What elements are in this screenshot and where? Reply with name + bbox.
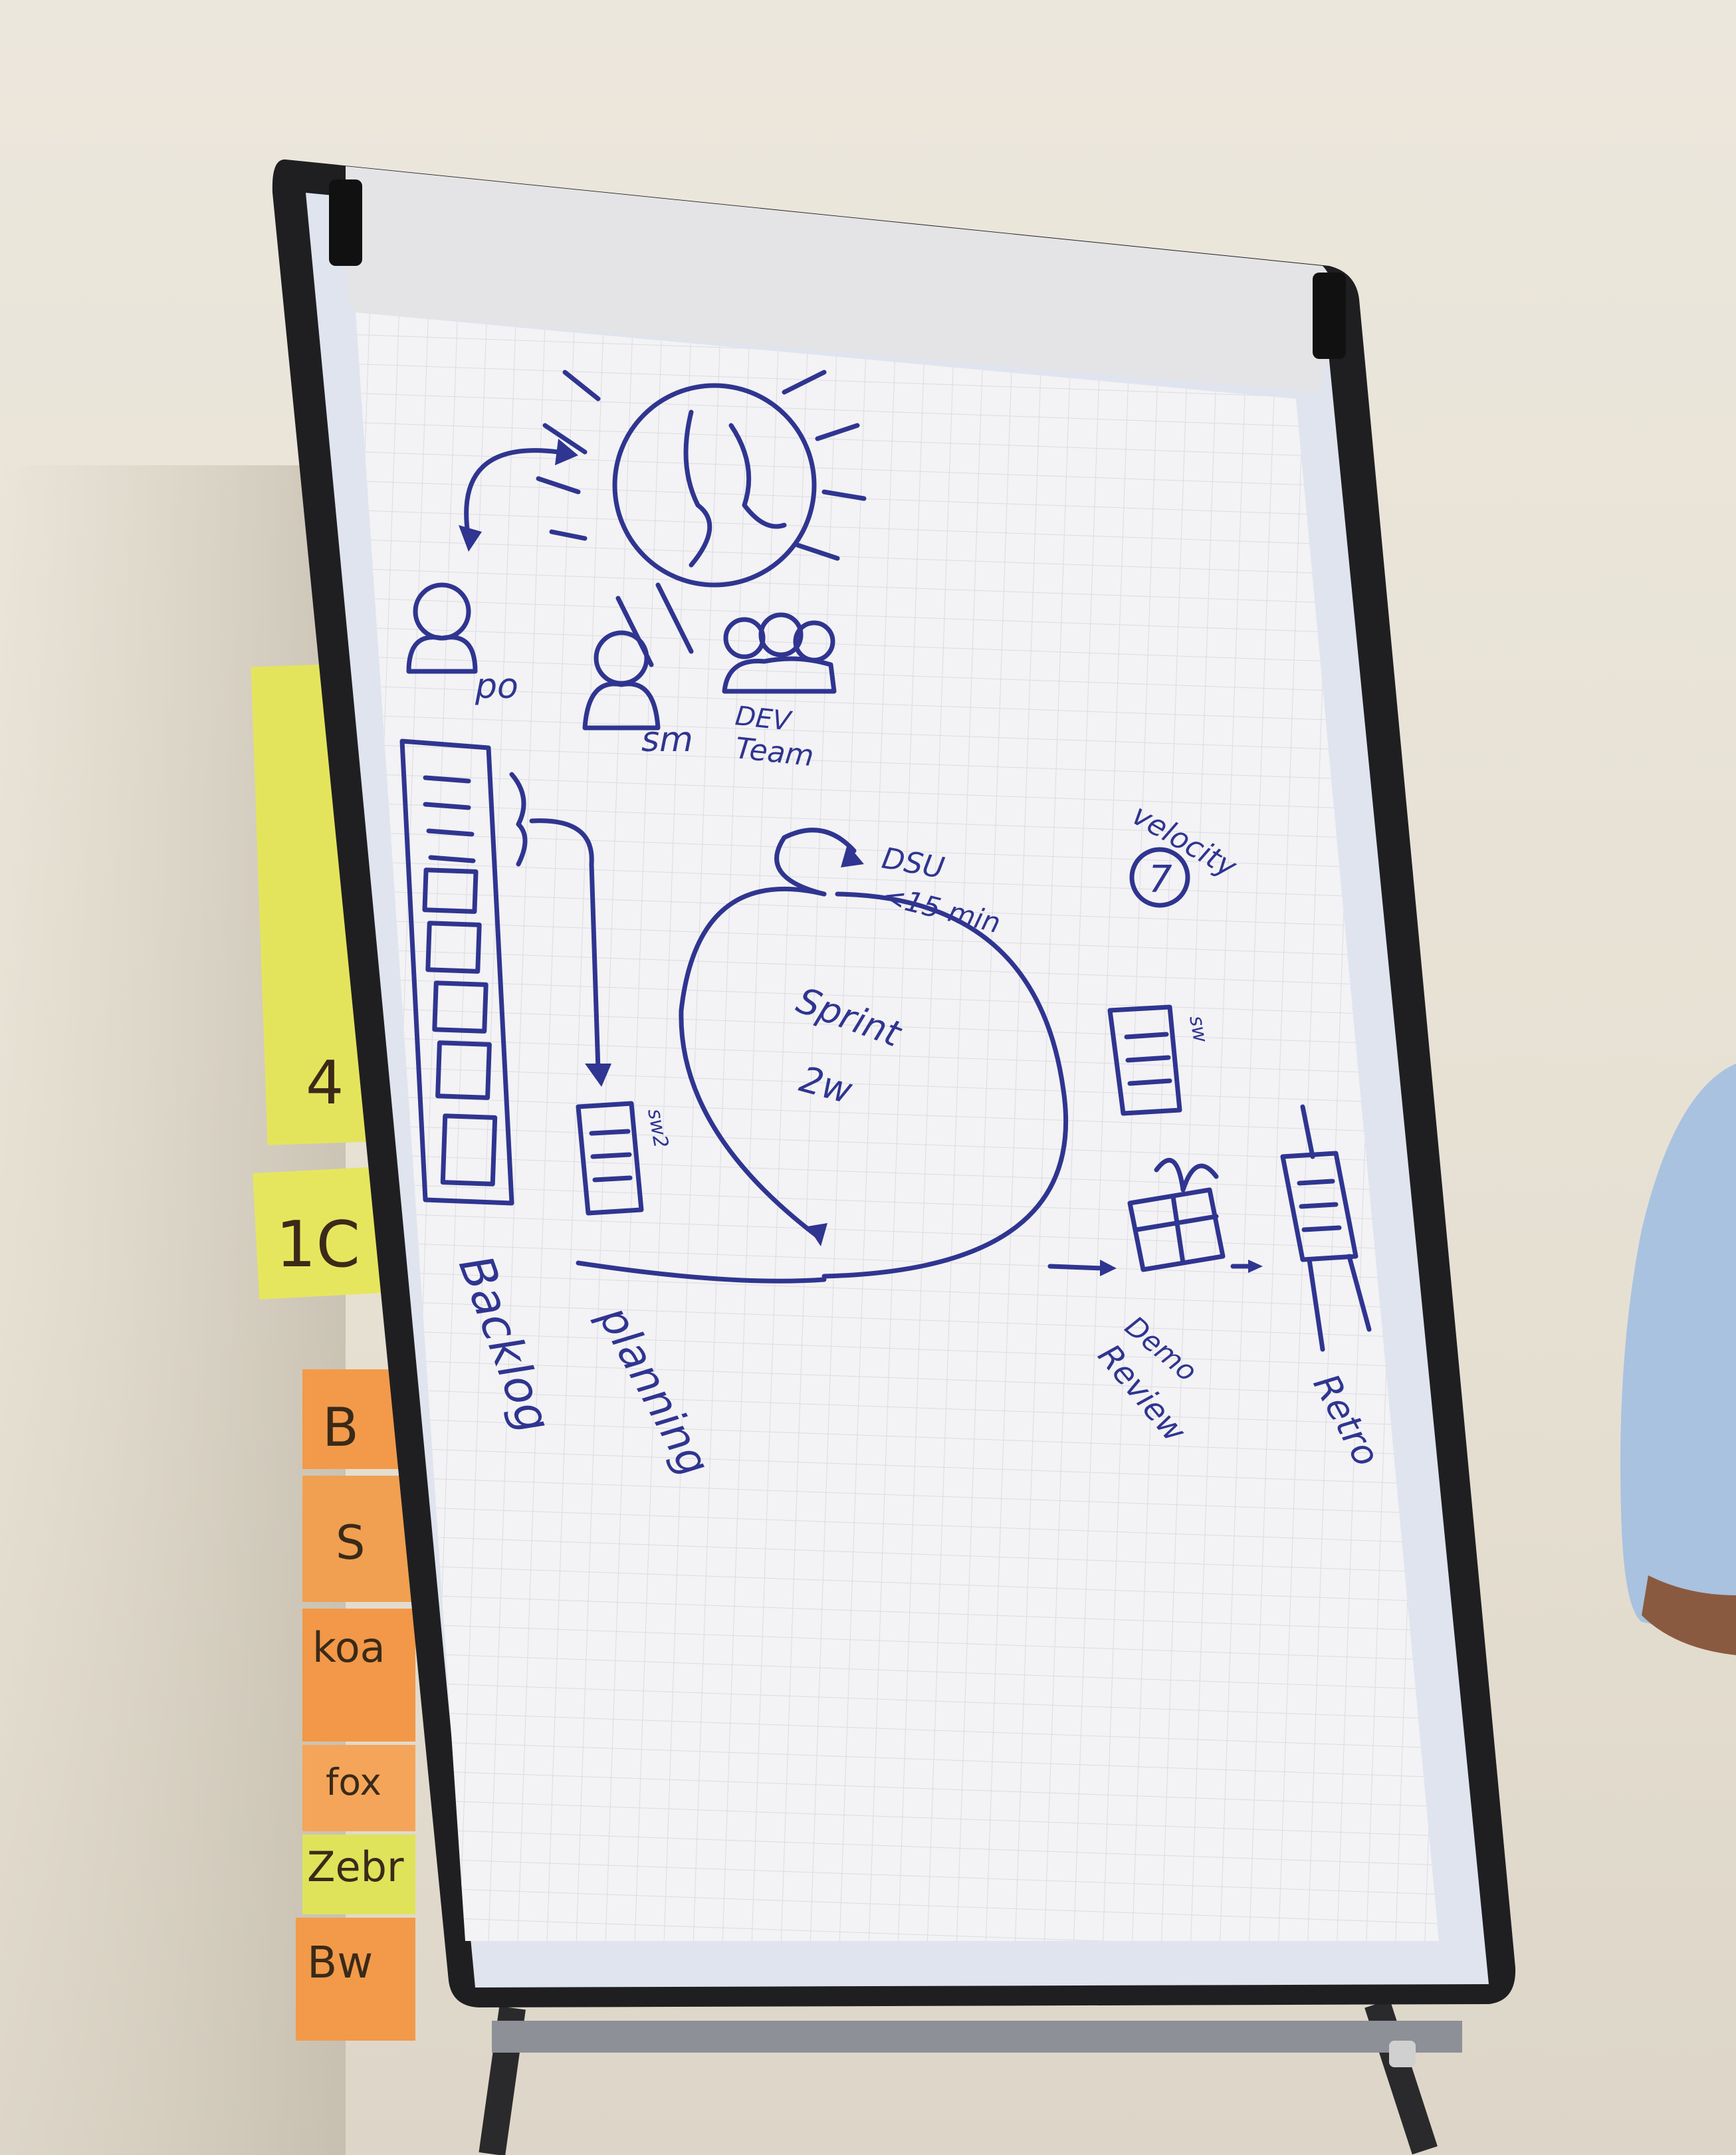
planning-board-icon <box>576 1101 644 1216</box>
sticky-note-text: 4 <box>306 1048 344 1118</box>
sticky-note-text: Zebr <box>307 1843 404 1891</box>
velocity-circle-icon <box>1129 847 1190 908</box>
retro-flipchart-icon <box>1280 1104 1372 1352</box>
role-label-team: Team <box>734 731 815 773</box>
role-label-po: po <box>475 667 518 707</box>
dsu-loop-icon <box>774 828 864 897</box>
po-world-arrow <box>459 439 578 552</box>
paper-clamp <box>346 166 1336 392</box>
paper-grid <box>356 312 1439 1941</box>
sticky-note-text: S <box>336 1516 365 1570</box>
sticky-note-text: fox <box>326 1761 381 1803</box>
dev-team-icon <box>722 612 837 694</box>
demo-arrows <box>1047 1260 1263 1276</box>
sticky-note-yellow-3 <box>302 1835 415 1914</box>
sticky-note-orange-5 <box>296 1918 415 2041</box>
planning-arrow <box>529 818 611 1087</box>
sticky-note-text: Bw <box>307 1937 373 1988</box>
gift-box-icon <box>1127 1158 1226 1272</box>
sm-person-icon <box>582 582 694 731</box>
sticky-note-text: koa <box>312 1623 385 1672</box>
small-board-label-2: sw <box>1184 1014 1212 1044</box>
flipchart-board <box>272 159 1516 2007</box>
role-label-sm: sm <box>641 720 693 760</box>
sticky-note-orange-3 <box>302 1609 415 1742</box>
sticky-notes: 4 1C B S koa fox Zebr Bw <box>251 663 415 2041</box>
sprint-board-icon <box>1107 1004 1182 1116</box>
sticky-note-yellow-2 <box>253 1167 385 1300</box>
sticky-note-orange-2 <box>302 1476 415 1602</box>
velocity-value: 7 <box>1148 858 1172 901</box>
sticky-note-orange-4 <box>302 1745 415 1831</box>
sticky-note-text: 1C <box>276 1208 360 1282</box>
sticky-note-text: B <box>322 1397 359 1458</box>
person-arm <box>1620 1064 1736 1655</box>
easel-legs <box>479 1999 1462 2155</box>
backlog-column-icon <box>399 738 528 1206</box>
sprint-cycle-icon <box>576 886 1069 1284</box>
po-person-icon <box>406 582 478 674</box>
globe-icon <box>536 370 867 588</box>
role-label-dev: DEV <box>734 701 794 737</box>
